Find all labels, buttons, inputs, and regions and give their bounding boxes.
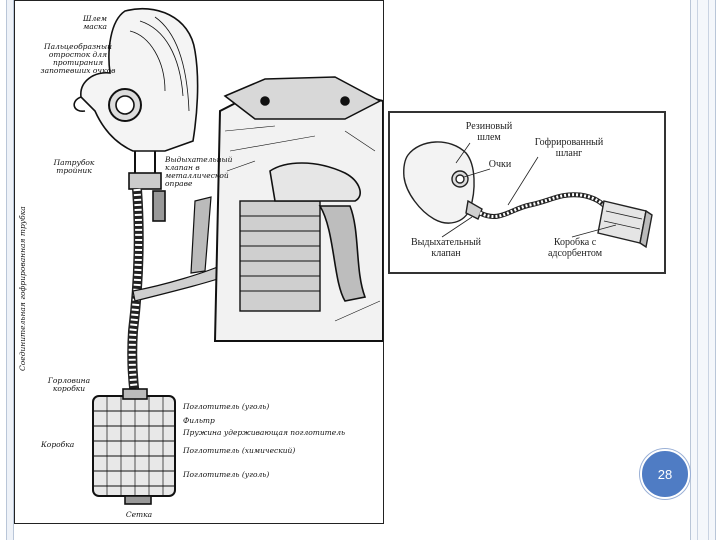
- label-hose: Соединительная гофрированная трубка: [18, 206, 27, 371]
- label-box: Коробка: [41, 440, 75, 449]
- label-goggles: Очки: [488, 159, 512, 170]
- gas-mask-diagram-drawing: [403, 141, 653, 249]
- label-adsorbent-box: Коробка с адсорбентом: [547, 237, 603, 259]
- label-bottom: Сетка: [125, 510, 153, 519]
- label-spring: Пружина удерживающая поглотитель: [183, 428, 346, 437]
- page-number-badge: 28: [640, 449, 690, 499]
- label-mask: Шлем маска: [83, 14, 107, 31]
- label-valve: Выдыхательный клапан: [410, 237, 482, 259]
- label-exhale-valve: Выдыхательный клапан в металлической опр…: [165, 155, 233, 188]
- label-neck: Горловина коробки: [47, 376, 91, 393]
- label-absorber-top: Поглотитель (уголь): [183, 402, 270, 411]
- label-absorber-chem: Поглотитель (химический): [183, 446, 296, 455]
- label-filter: Фильтр: [183, 416, 215, 425]
- label-helmet: Резиновый шлем: [465, 121, 513, 143]
- label-finger-ledge: Пальцеобразный отросток для протирания з…: [40, 42, 116, 75]
- gas-mask-cutaway-figure: Шлем маска Пальцеобразный отросток для п…: [14, 0, 384, 524]
- gas-mask-cutaway-drawing: [73, 7, 383, 505]
- label-corrugated: Гофрированный шланг: [534, 137, 604, 159]
- slide-frame-left: [6, 0, 14, 540]
- label-absorber-bottom: Поглотитель (уголь): [183, 470, 270, 479]
- slide-frame-right: [690, 0, 716, 540]
- label-tee-pipe: Патрубок тройник: [53, 158, 95, 175]
- gas-mask-diagram-figure: Резиновый шлем Гофрированный шланг Очки …: [388, 111, 666, 274]
